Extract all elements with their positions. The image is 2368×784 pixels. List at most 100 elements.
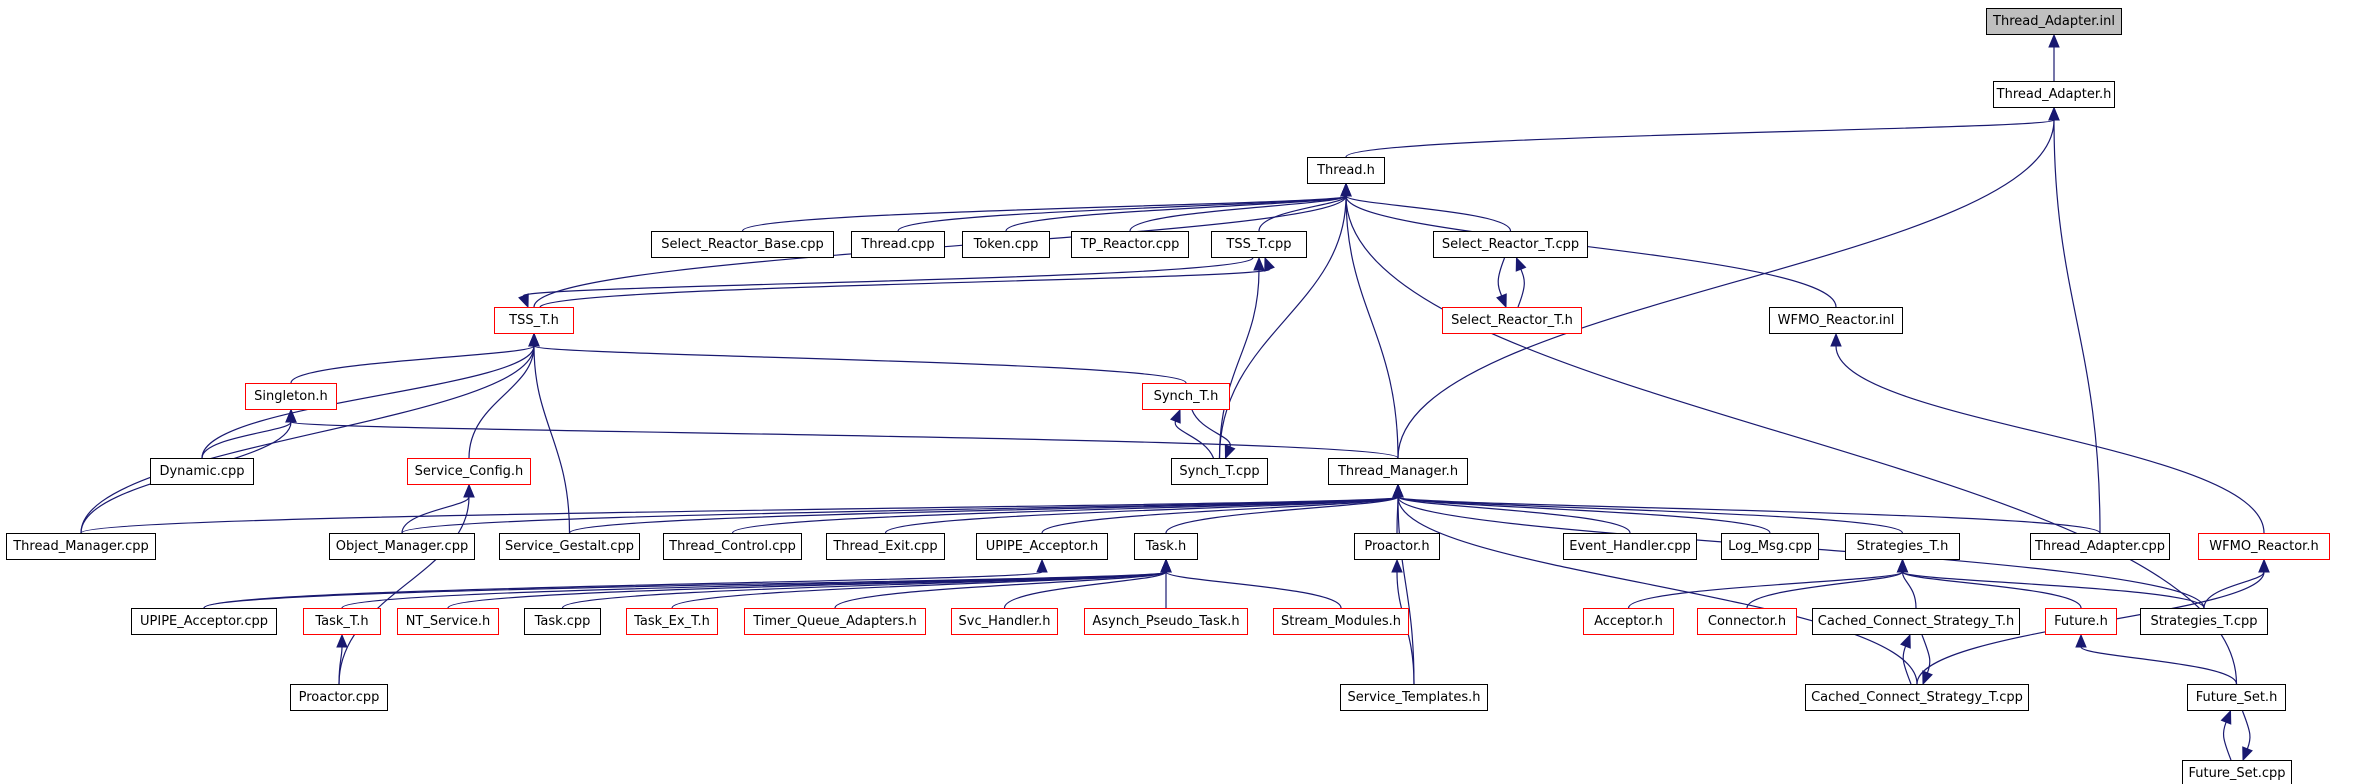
- node-task-ex-t-h[interactable]: Task_Ex_T.h: [626, 608, 718, 635]
- node-upipe-acceptor-h[interactable]: UPIPE_Acceptor.h: [976, 533, 1108, 560]
- node-acceptor-h[interactable]: Acceptor.h: [1583, 608, 1674, 635]
- node-object-manager-cpp[interactable]: Object_Manager.cpp: [329, 533, 475, 560]
- edge-proactor-cpp-to-task-t-h: [338, 646, 343, 685]
- arrowhead-icon: [463, 483, 475, 498]
- arrowhead-icon: [2048, 33, 2060, 48]
- node-singleton-h[interactable]: Singleton.h: [245, 383, 337, 410]
- node-nt-service-h[interactable]: NT_Service.h: [397, 608, 499, 635]
- edge-synch-t-h-to-tss-t-h: [533, 345, 1187, 384]
- node-log-msg-cpp[interactable]: Log_Msg.cpp: [1721, 533, 1819, 560]
- node-thread-exit-cpp[interactable]: Thread_Exit.cpp: [826, 533, 945, 560]
- node-thread-cpp[interactable]: Thread.cpp: [851, 231, 945, 258]
- edge-tss-t-cpp-to-thread-h: [1258, 195, 1347, 232]
- node-thread-manager-h[interactable]: Thread_Manager.h: [1328, 458, 1468, 485]
- edge-future-set-cpp-to-future-set-h: [2222, 721, 2232, 761]
- arrowhead-icon: [518, 293, 529, 309]
- edge-strategies-t-h-to-thread-manager-h: [1397, 496, 1904, 534]
- node-stream-modules-h[interactable]: Stream_Modules.h: [1273, 608, 1409, 635]
- edge-service-gestalt-cpp-to-tss-t-h: [533, 345, 571, 534]
- node-proactor-h[interactable]: Proactor.h: [1354, 533, 1440, 560]
- node-task-t-h[interactable]: Task_T.h: [303, 608, 381, 635]
- node-select-reactor-t-cpp[interactable]: Select_Reactor_T.cpp: [1433, 231, 1588, 258]
- node-future-set-h[interactable]: Future_Set.h: [2187, 684, 2286, 711]
- arrowhead-icon: [1160, 558, 1172, 573]
- node-proactor-cpp[interactable]: Proactor.cpp: [290, 684, 388, 711]
- node-task-cpp[interactable]: Task.cpp: [524, 608, 601, 635]
- arrowhead-icon: [2258, 558, 2270, 573]
- edge-task-h-to-thread-manager-h: [1165, 496, 1399, 534]
- edge-strategies-t-cpp-to-strategies-t-h: [1901, 571, 2205, 609]
- node-thread-adapter-inl[interactable]: Thread_Adapter.inl: [1986, 8, 2122, 35]
- node-connector-h[interactable]: Connector.h: [1697, 608, 1797, 635]
- edge-svc-handler-h-to-task-h: [1003, 571, 1167, 609]
- arrowhead-icon: [1896, 558, 1909, 573]
- node-thread-manager-cpp[interactable]: Thread_Manager.cpp: [6, 533, 156, 560]
- edge-cached-connect-strategy-t-h-to-cached-connect-strategy-t-cpp: [1921, 634, 1931, 674]
- node-task-h[interactable]: Task.h: [1134, 533, 1198, 560]
- node-wfmo-reactor-h[interactable]: WFMO_Reactor.h: [2198, 533, 2330, 560]
- edge-tss-t-cpp-to-tss-t-h: [522, 257, 1254, 297]
- arrowhead-icon: [1496, 293, 1507, 309]
- edge-thread-manager-h-to-singleton-h: [290, 421, 1399, 459]
- node-cached-connect-strategy-t-h[interactable]: Cached_Connect_Strategy_T.h: [1812, 608, 2020, 635]
- arrowhead-icon: [1036, 558, 1048, 573]
- arrowhead-icon: [2242, 746, 2253, 762]
- node-thread-adapter-cpp[interactable]: Thread_Adapter.cpp: [2030, 533, 2170, 560]
- edge-dynamic-cpp-to-singleton-h: [201, 421, 292, 459]
- node-token-cpp[interactable]: Token.cpp: [962, 231, 1050, 258]
- node-tss-t-h[interactable]: TSS_T.h: [494, 307, 574, 334]
- node-strategies-t-cpp[interactable]: Strategies_T.cpp: [2140, 608, 2268, 635]
- edge-service-templates-h-to-thread-manager-h: [1397, 496, 1415, 685]
- edge-synch-t-h-to-synch-t-cpp: [1191, 409, 1231, 448]
- node-upipe-acceptor-cpp[interactable]: UPIPE_Acceptor.cpp: [131, 608, 277, 635]
- node-service-gestalt-cpp[interactable]: Service_Gestalt.cpp: [499, 533, 640, 560]
- edge-event-handler-cpp-to-thread-manager-h: [1397, 496, 1631, 534]
- edge-tss-t-h-to-tss-t-cpp: [539, 268, 1271, 308]
- arrowhead-icon: [1391, 558, 1403, 573]
- edge-wfmo-reactor-h-to-wfmo-reactor-inl: [1835, 345, 2265, 534]
- node-service-templates-h[interactable]: Service_Templates.h: [1340, 684, 1488, 711]
- node-select-reactor-t-h[interactable]: Select_Reactor_T.h: [1442, 307, 1582, 334]
- edge-task-ex-t-h-to-task-h: [671, 571, 1167, 609]
- edge-synch-t-cpp-to-tss-t-cpp: [1218, 269, 1260, 459]
- arrowhead-icon: [1253, 256, 1265, 271]
- node-synch-t-h[interactable]: Synch_T.h: [1142, 383, 1230, 410]
- arrowhead-icon: [528, 332, 540, 347]
- node-cached-connect-strategy-t-cpp[interactable]: Cached_Connect_Strategy_T.cpp: [1805, 684, 2029, 711]
- node-tp-reactor-cpp[interactable]: TP_Reactor.cpp: [1071, 231, 1189, 258]
- edge-future-set-h-to-future-h: [2080, 646, 2238, 685]
- node-thread-h[interactable]: Thread.h: [1307, 157, 1385, 184]
- node-service-config-h[interactable]: Service_Config.h: [407, 458, 531, 485]
- node-future-h[interactable]: Future.h: [2045, 608, 2117, 635]
- node-wfmo-reactor-inl[interactable]: WFMO_Reactor.inl: [1769, 307, 1903, 334]
- edge-cached-connect-strategy-t-h-to-strategies-t-h: [1901, 571, 1917, 609]
- edge-singleton-h-to-tss-t-h: [290, 345, 535, 384]
- node-svc-handler-h[interactable]: Svc_Handler.h: [951, 608, 1058, 635]
- edge-thread-adapter-cpp-to-thread-manager-h: [1397, 496, 2101, 534]
- edge-token-cpp-to-thread-h: [1005, 195, 1347, 232]
- node-strategies-t-h[interactable]: Strategies_T.h: [1845, 533, 1960, 560]
- node-event-handler-cpp[interactable]: Event_Handler.cpp: [1563, 533, 1697, 560]
- arrowhead-icon: [1515, 256, 1527, 272]
- node-timer-queue-adapters-h[interactable]: Timer_Queue_Adapters.h: [744, 608, 926, 635]
- node-future-set-cpp[interactable]: Future_Set.cpp: [2182, 760, 2292, 784]
- node-asynch-pseudo-task-h[interactable]: Asynch_Pseudo_Task.h: [1084, 608, 1248, 635]
- edge-future-set-h-to-future-set-cpp: [2241, 710, 2251, 750]
- edge-acceptor-h-to-strategies-t-h: [1627, 571, 1904, 609]
- node-tss-t-cpp[interactable]: TSS_T.cpp: [1211, 231, 1307, 258]
- node-dynamic-cpp[interactable]: Dynamic.cpp: [150, 458, 254, 485]
- edge-upipe-acceptor-h-to-thread-manager-h: [1041, 496, 1399, 534]
- node-thread-adapter-h[interactable]: Thread_Adapter.h: [1993, 81, 2115, 108]
- edge-thread-manager-cpp-to-tss-t-h: [80, 345, 535, 534]
- edge-dynamic-cpp-to-tss-t-h: [201, 345, 535, 459]
- arrowhead-icon: [336, 633, 348, 648]
- node-synch-t-cpp[interactable]: Synch_T.cpp: [1171, 458, 1268, 485]
- node-thread-control-cpp[interactable]: Thread_Control.cpp: [663, 533, 802, 560]
- arrowhead-icon: [1264, 256, 1275, 272]
- edge-object-manager-cpp-to-service-config-h: [401, 496, 470, 534]
- arrowhead-icon: [1922, 670, 1933, 686]
- node-select-reactor-base-cpp[interactable]: Select_Reactor_Base.cpp: [651, 231, 834, 258]
- edge-cached-connect-strategy-t-cpp-to-cached-connect-strategy-t-h: [1902, 645, 1912, 685]
